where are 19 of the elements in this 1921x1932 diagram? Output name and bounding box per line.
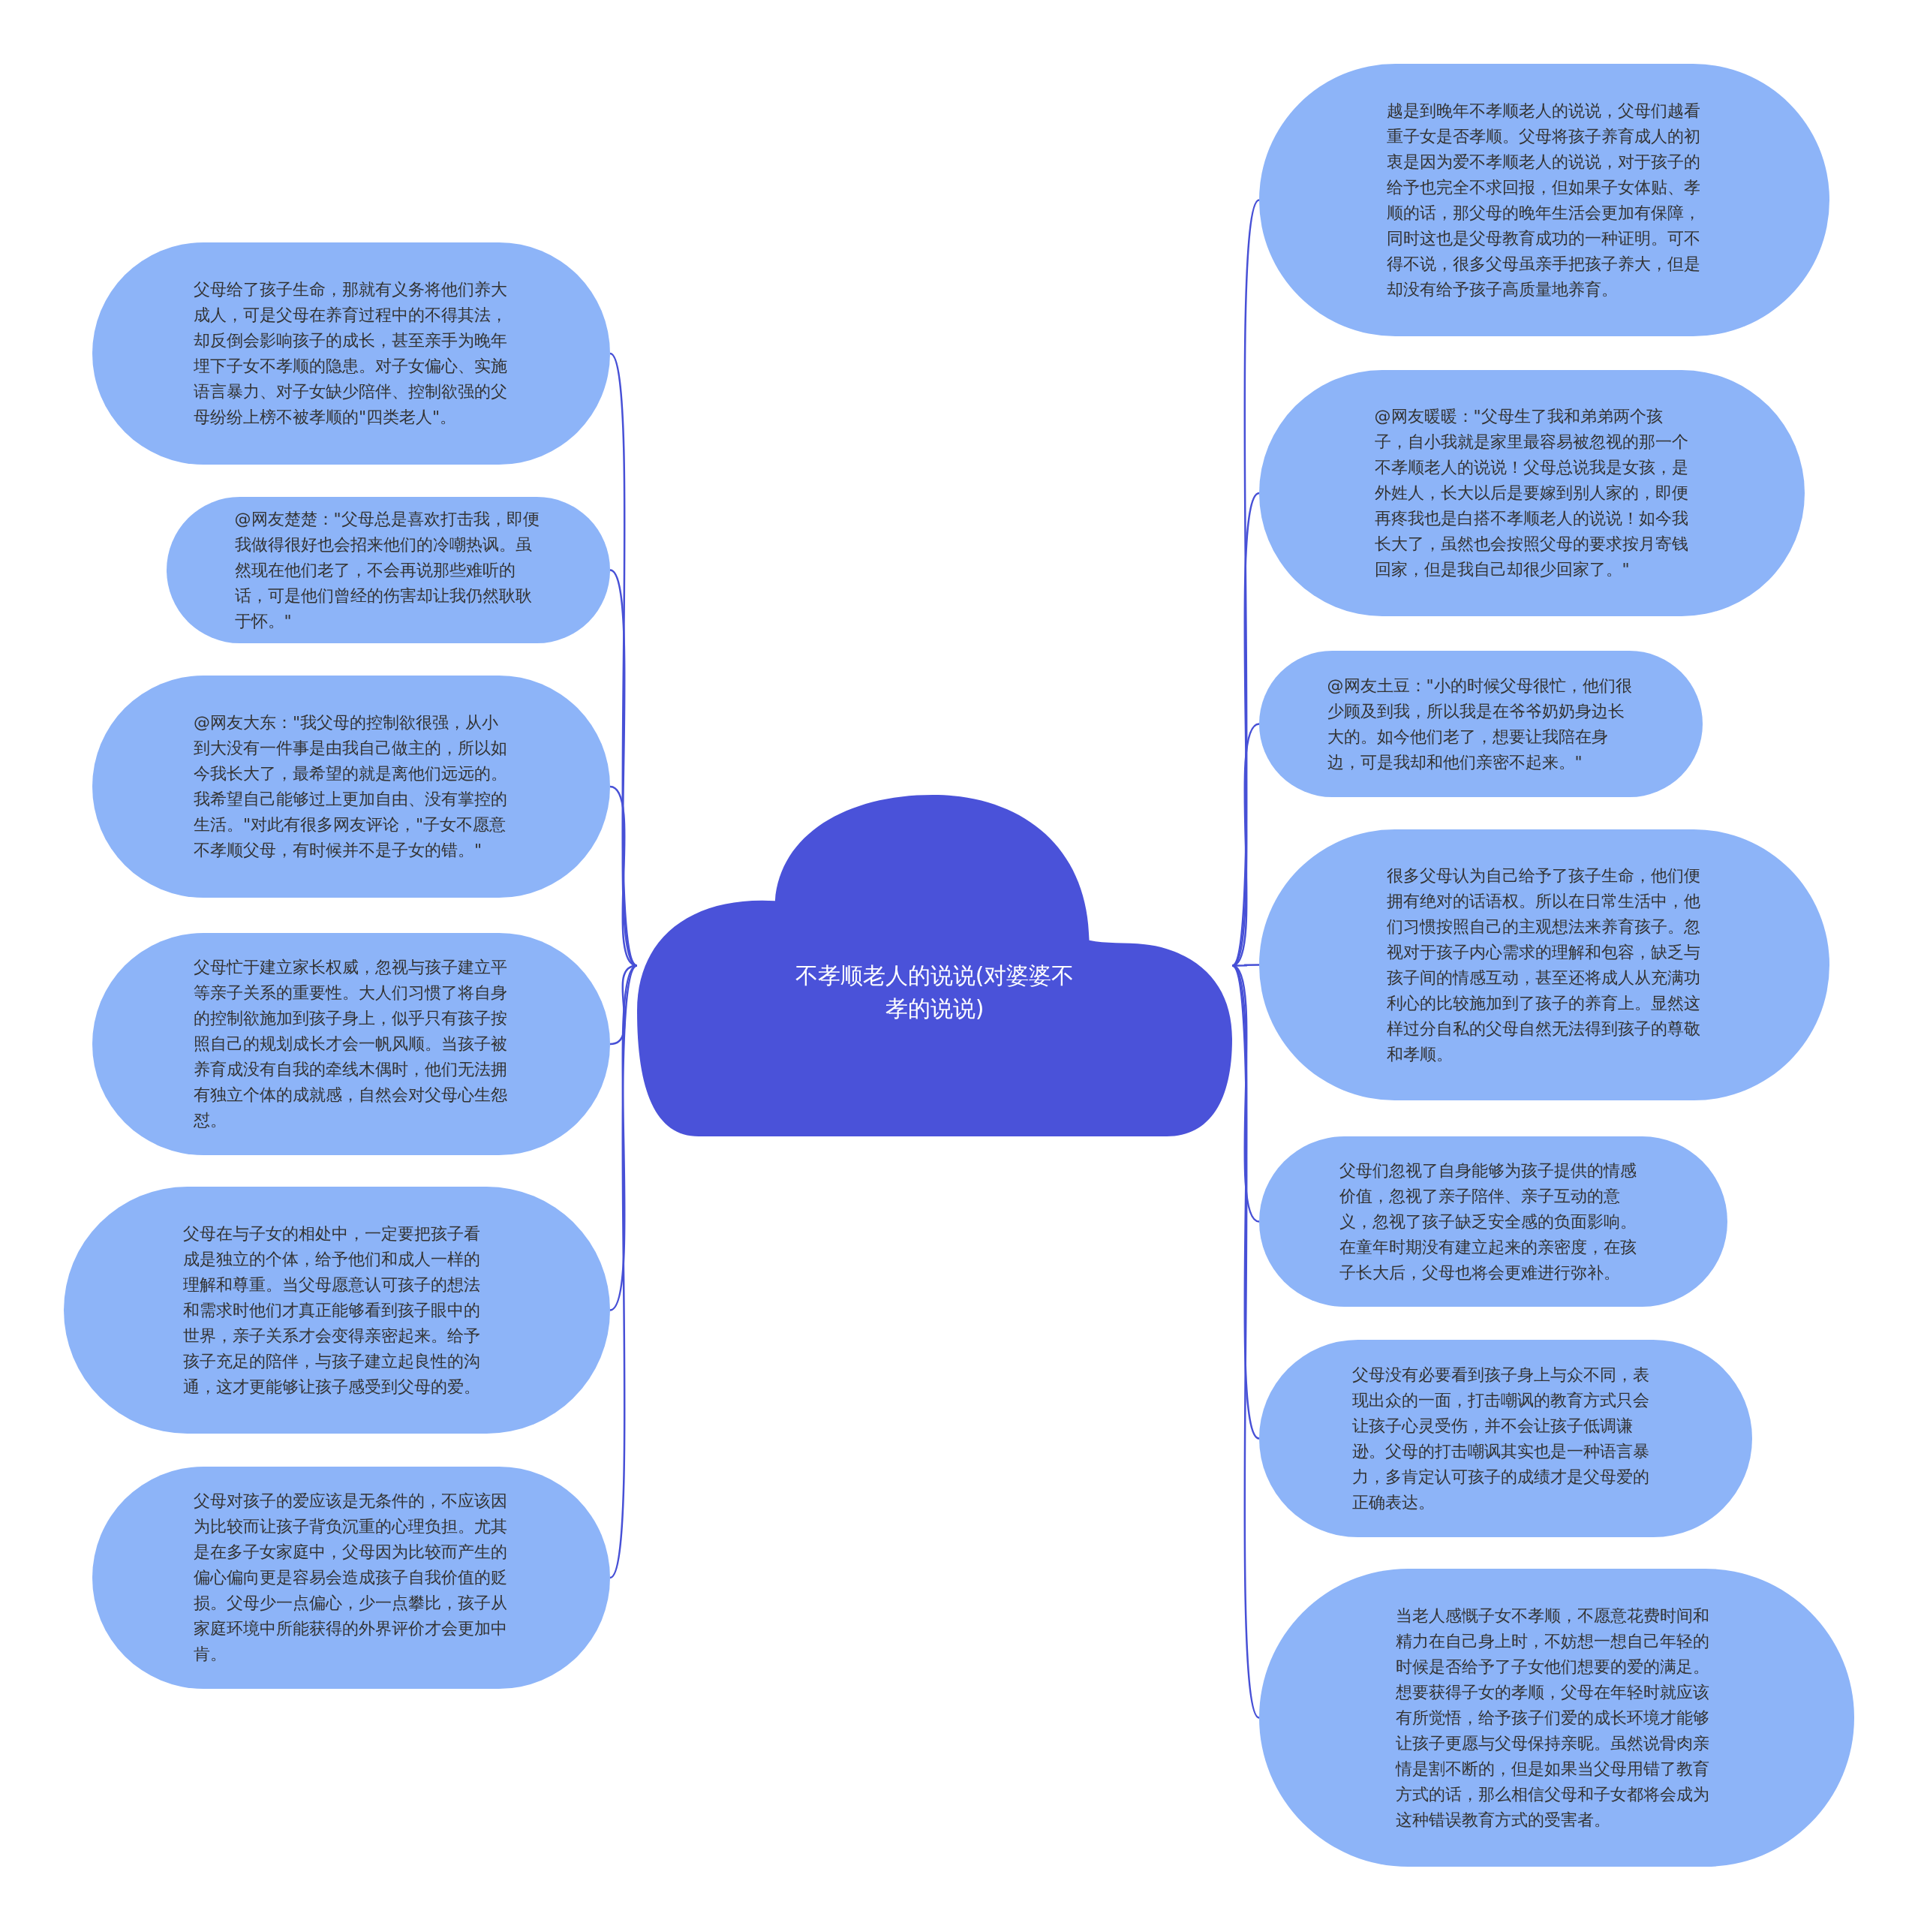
node-text: @网友楚楚："父母总是喜欢打击我，即便我做得很好也会招来他们的冷嘲热讽。虽然现在他们老了，不会再说那些难听的话，可是他们曾经的伤害却让我仍然耿耿于怀。" <box>234 508 540 632</box>
node-text: 父母给了孩子生命，那就有义务将他们养大成人，可是父母在养育过程中的不得其法，却反倒会影响孩子的成长，甚至亲手为晚年埋下子女不孝顺的隐患。对子女偏心、实施语言暴力、对子女缺少陪伴、控制欲强的父母纷纷上榜不被孝顺的"四类老人"。 <box>194 279 508 428</box>
node-text: 父母在与子女的相处中，一定要把孩子看成是独立的个体，给予他们和成人一样的理解和尊重。当父母愿意认可孩子的想法和需求时他们才真正能够看到孩子眼中的世界，亲子关系才会变得亲密起来。给予孩子充足的陪伴，与孩子建立起良性的沟通，这才更能够让孩子感受到父母的爱。 <box>183 1223 481 1398</box>
node-text: 父母对孩子的爱应该是无条件的，不应该因为比较而让孩子背负沉重的心理负担。尤其是在多子女家庭中，父母因为比较而产生的偏心偏向更是容易会造成孩子自我价值的贬损。父母少一点偏心，少一点攀比，孩子从家庭环境中所能获得的外界评价才会更加中肯。 <box>194 1491 508 1665</box>
node-text: 父母没有必要看到孩子身上与众不同，表现出众的一面，打击嘲讽的教育方式只会让孩子心灵受伤，并不会让孩子低调谦逊。父母的打击嘲讽其实也是一种语言暴力，多肯定认可孩子的成绩才是父母爱的正确表达。 <box>1351 1364 1650 1513</box>
connector-line <box>609 964 639 1578</box>
node-text: @网友土豆："小的时候父母很忙，他们很少顾及到我，所以我是在爷爷奶奶身边长大的。如今他们老了，想要让我陪在身边，可是我却和他们亲密不起来。" <box>1327 675 1633 773</box>
node-text: 父母们忽视了自身能够为孩子提供的情感价值，忽视了亲子陪伴、亲子互动的意义，忽视了孩子缺乏安全感的负面影响。在童年时期没有建立起来的亲密度，在孩子长大后，父母也将会更难进行弥补。 <box>1339 1160 1637 1283</box>
node-text: 很多父母认为自己给予了孩子生命，他们便拥有绝对的话语权。所以在日常生活中，他们习惯按照自己的主观想法来养育孩子。忽视对于孩子内心需求的理解和包容，缺乏与孩子间的情感互动，甚至还将成人从充满功利心的比较施加到了孩子的养育上。显然这样过分自私的父母自然无法得到孩子的尊敬和孝顺。 <box>1387 865 1701 1065</box>
node-text: @网友暖暖："父母生了我和弟弟两个孩子，自小我就是家里最容易被忽视的那一个不孝顺老人的说说！父母总说我是女孩，是外姓人，长大以后是要嫁到别人家的，即便再疼我也是白搭不孝顺老人的说说！如今我长大了，虽然也会按照父母的要求按月寄钱回家，但是我自己却很少回家了。" <box>1374 406 1689 580</box>
node-text: 当老人感慨子女不孝顺，不愿意花费时间和精力在自己身上时，不妨想一想自己年轻的时候是否给予了子女他们想要的爱的满足。想要获得子女的孝顺，父母在年轻时就应该有所觉悟，给予孩子们爱的成长环境才能够让孩子更愿与父母保持亲昵。虽然说骨肉亲情是割不断的，但是如果当父母用错了教育方式的话，那么相信父母和子女都将会成为这种错误教育方式的受害者。 <box>1395 1605 1710 1831</box>
connector-line <box>609 569 638 967</box>
connector-line <box>1231 492 1260 967</box>
connector-line <box>1231 964 1261 1719</box>
cloud-title: 不孝顺老人的说说(对婆婆不孝的说说) <box>794 961 1075 1023</box>
connector-line <box>609 964 638 1311</box>
node-text: @网友大东："我父母的控制欲很强，从小到大没有一件事是由我自己做主的，所以如今我长大了，最希望的就是离他们远远的。我希望自己能够过上更加自由、没有掌控的生活。"对此有很多网友评论，"子女不愿意不孝顺父母，有时候并不是子女的错。" <box>194 712 508 861</box>
node-text: 父母忙于建立家长权威，忽视与孩子建立平等亲子关系的重要性。大人们习惯了将自身的控制欲施加到孩子身上，似乎只有孩子按照自己的规划成长才会一帆风顺。当孩子被养育成没有自我的牵线木偶时，他们无法拥有独立个体的成就感，自然会对父母心生怨怼。 <box>194 957 508 1131</box>
node-text: 越是到晚年不孝顺老人的说说，父母们越看重子女是否孝顺。父母将孩子养育成人的初衷是因为爱不孝顺老人的说说，对于孩子的给予也完全不求回报，但如果子女体贴、孝顺的话，那父母的晚年生活会更加有保障，同时这也是父母教育成功的一种证明。可不得不说，很多父母虽亲手把孩子养大，但是却没有给予孩子高质量地养育。 <box>1387 100 1701 300</box>
